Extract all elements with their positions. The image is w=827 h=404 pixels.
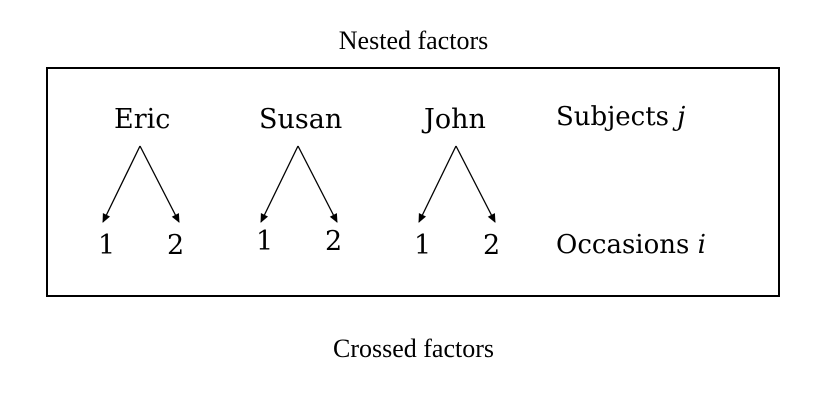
- nested-factors-title: Nested factors: [338, 26, 489, 55]
- john-arrow-2: [455, 145, 496, 223]
- eric-arrow-1: [102, 145, 141, 223]
- occasions-row-text: Occasions: [556, 230, 690, 260]
- subjects-row-text: Subjects: [556, 102, 670, 132]
- subject-john: John: [424, 104, 486, 135]
- subject-susan: Susan: [259, 104, 343, 135]
- diagram-frame: [46, 67, 780, 297]
- john-arrow-1: [418, 145, 457, 223]
- susan-occasion-1: 1: [256, 226, 274, 257]
- susan-occasion-2: 2: [325, 226, 343, 257]
- eric-arrow-2: [139, 145, 180, 223]
- occasions-row-label: Occasions i: [556, 232, 706, 258]
- subject-eric: Eric: [114, 104, 171, 135]
- crossed-factors-title: Crossed factors: [332, 334, 494, 363]
- susan-arrow-1: [260, 145, 299, 223]
- susan-arrow-2: [297, 145, 338, 223]
- john-occasion-1: 1: [414, 230, 432, 261]
- subjects-row-label: Subjects j: [556, 104, 685, 130]
- occasions-variable: i: [697, 230, 706, 260]
- eric-occasion-2: 2: [167, 230, 185, 261]
- eric-occasion-1: 1: [98, 230, 116, 261]
- john-occasion-2: 2: [483, 230, 501, 261]
- subjects-variable: j: [677, 102, 686, 132]
